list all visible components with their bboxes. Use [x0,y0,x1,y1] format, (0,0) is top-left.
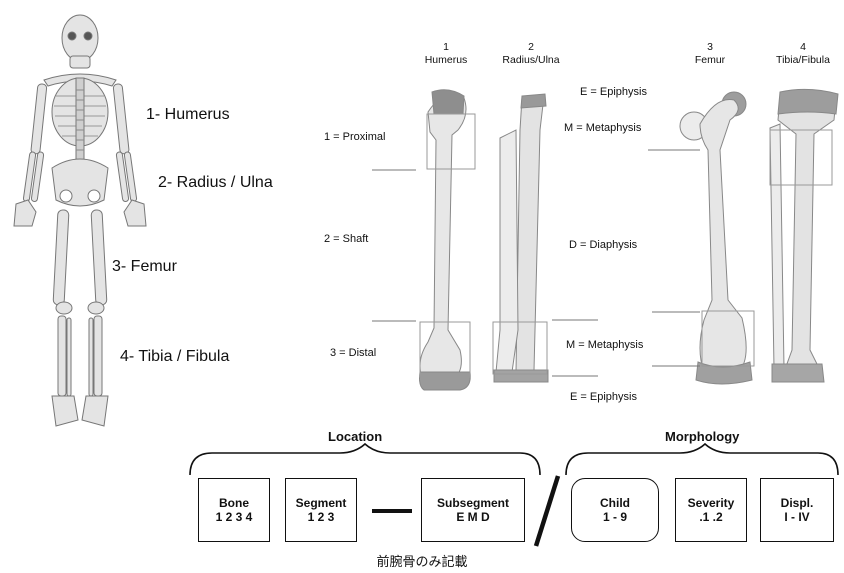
bone-header-number: 1 [411,41,481,54]
box-title: Subsegment [437,496,509,510]
bone-header-number: 4 [768,41,838,54]
severity-box: Severity .1 .2 [675,478,747,542]
bone-header-name: Radius/Ulna [486,54,576,67]
box-value: 1 - 9 [603,510,627,524]
body-label-radius-ulna: 2- Radius / Ulna [158,174,273,192]
box-title: Severity [688,496,735,510]
displacement-box: Displ. I - IV [760,478,834,542]
box-value: 1 2 3 [308,510,335,524]
bone-header-number: 3 [685,41,735,54]
box-title: Segment [296,496,347,510]
slash-separator [536,476,558,546]
body-label-femur: 3- Femur [112,258,177,276]
caption: 前腕骨のみ記載 [0,551,844,570]
child-box: Child 1 - 9 [571,478,659,542]
body-label-tibia-fibula: 4- Tibia / Fibula [120,348,229,366]
zone-label-metaphysis-bottom: M = Metaphysis [566,339,643,351]
box-value: I - IV [784,510,809,524]
femur-bone [680,92,754,384]
bone-header-name: Tibia/Fibula [768,54,838,67]
bone-header-tibia-fibula: 4 Tibia/Fibula [768,41,838,67]
bone-box: Bone 1 2 3 4 [198,478,270,542]
tibia-fibula-bones [770,89,838,382]
zone-label-epiphysis-bottom: E = Epiphysis [570,391,637,403]
bone-header-name: Humerus [411,54,481,67]
box-value: 1 2 3 4 [216,510,253,524]
segment-label-distal: 3 = Distal [330,347,376,359]
subsegment-box: Subsegment E M D [421,478,525,542]
box-value: E M D [456,510,489,524]
morphology-title: Morphology [665,429,739,444]
zone-label-metaphysis-top: M = Metaphysis [564,122,641,134]
radius-ulna-bones [493,94,548,382]
segment-label-shaft: 2 = Shaft [324,233,368,245]
zone-label-epiphysis-top: E = Epiphysis [580,86,647,98]
bone-header-femur: 3 Femur [685,41,735,67]
humerus-bone [420,90,476,390]
morphology-brace [566,444,838,475]
location-brace [190,444,540,475]
segment-label-proximal: 1 = Proximal [324,131,385,143]
bone-header-name: Femur [685,54,735,67]
location-title: Location [328,429,382,444]
bone-header-humerus: 1 Humerus [411,41,481,67]
bone-header-number: 2 [486,41,576,54]
zone-label-diaphysis: D = Diaphysis [569,239,637,251]
segment-box: Segment 1 2 3 [285,478,357,542]
body-label-humerus: 1- Humerus [146,106,230,124]
box-value: .1 .2 [699,510,722,524]
box-title: Bone [219,496,249,510]
box-title: Child [600,496,630,510]
bone-header-radius-ulna: 2 Radius/Ulna [486,41,576,67]
box-title: Displ. [781,496,814,510]
